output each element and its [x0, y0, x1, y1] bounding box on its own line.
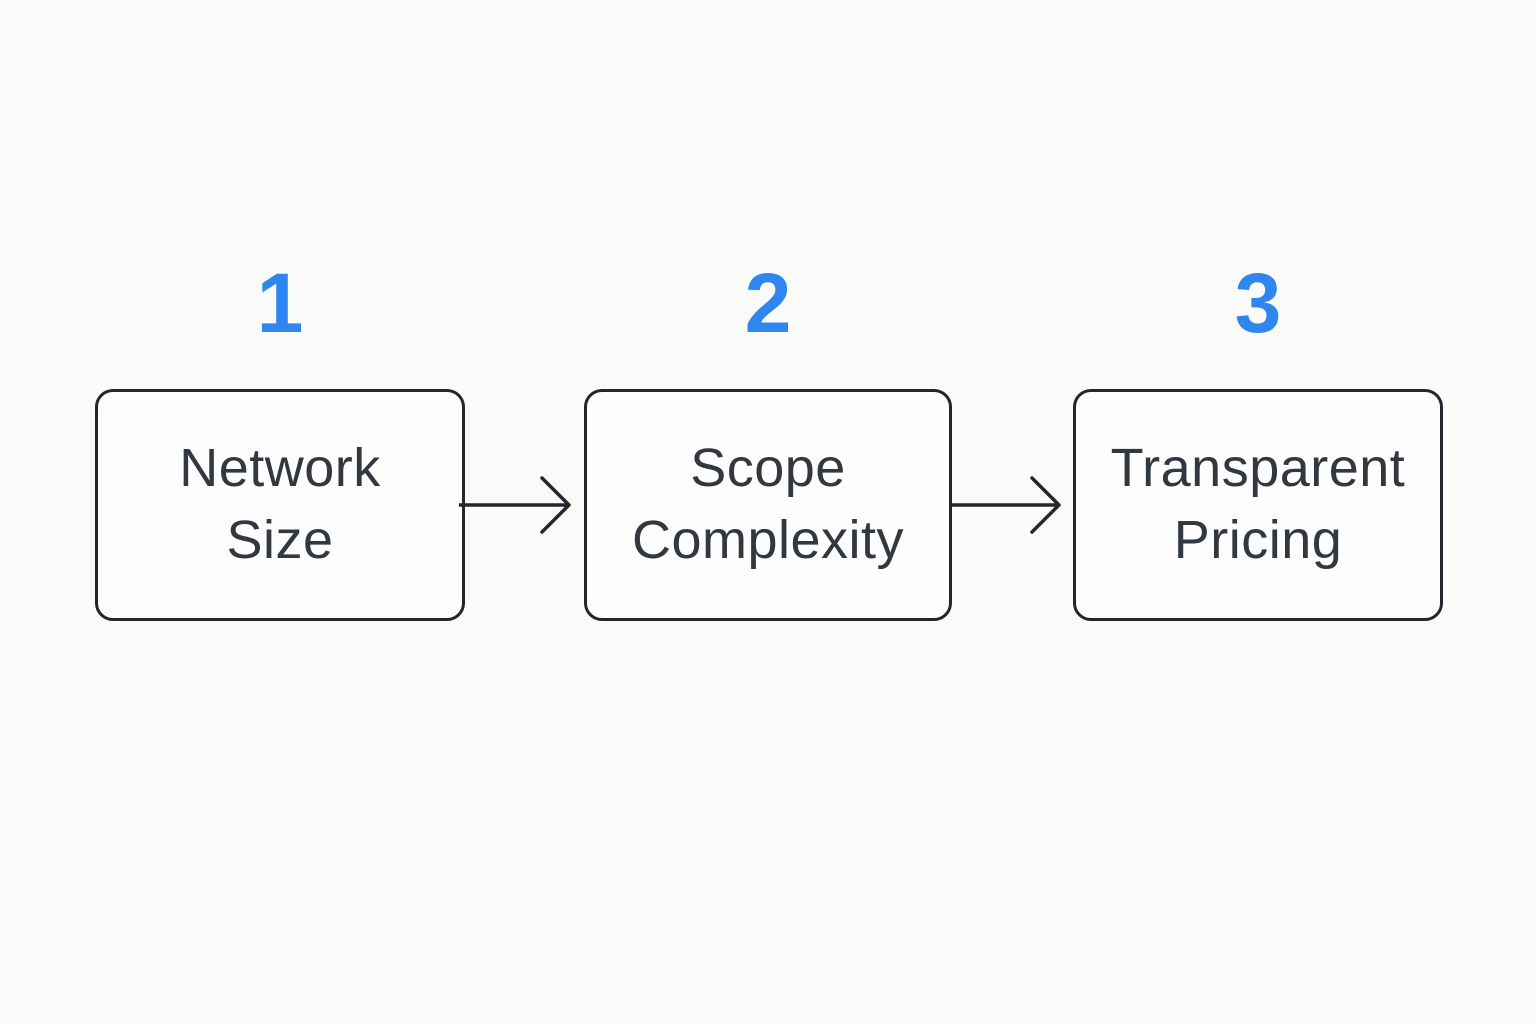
step-label-scope-complexity: Scope Complexity	[631, 438, 905, 570]
step-number-3: 3	[1234, 256, 1282, 350]
step-number-2: 2	[744, 256, 792, 350]
step-label-network-size: Network Size	[179, 438, 381, 570]
step-number-1: 1	[256, 256, 304, 350]
arrow-right-icon	[459, 470, 573, 540]
arrow-right-icon	[949, 470, 1063, 540]
step-box-network-size: Network Size	[95, 389, 465, 621]
step-box-transparent-pricing: Transparent Pricing	[1073, 389, 1443, 621]
step-box-scope-complexity: Scope Complexity	[584, 389, 952, 621]
step-label-transparent-pricing: Transparent Pricing	[1110, 438, 1406, 570]
